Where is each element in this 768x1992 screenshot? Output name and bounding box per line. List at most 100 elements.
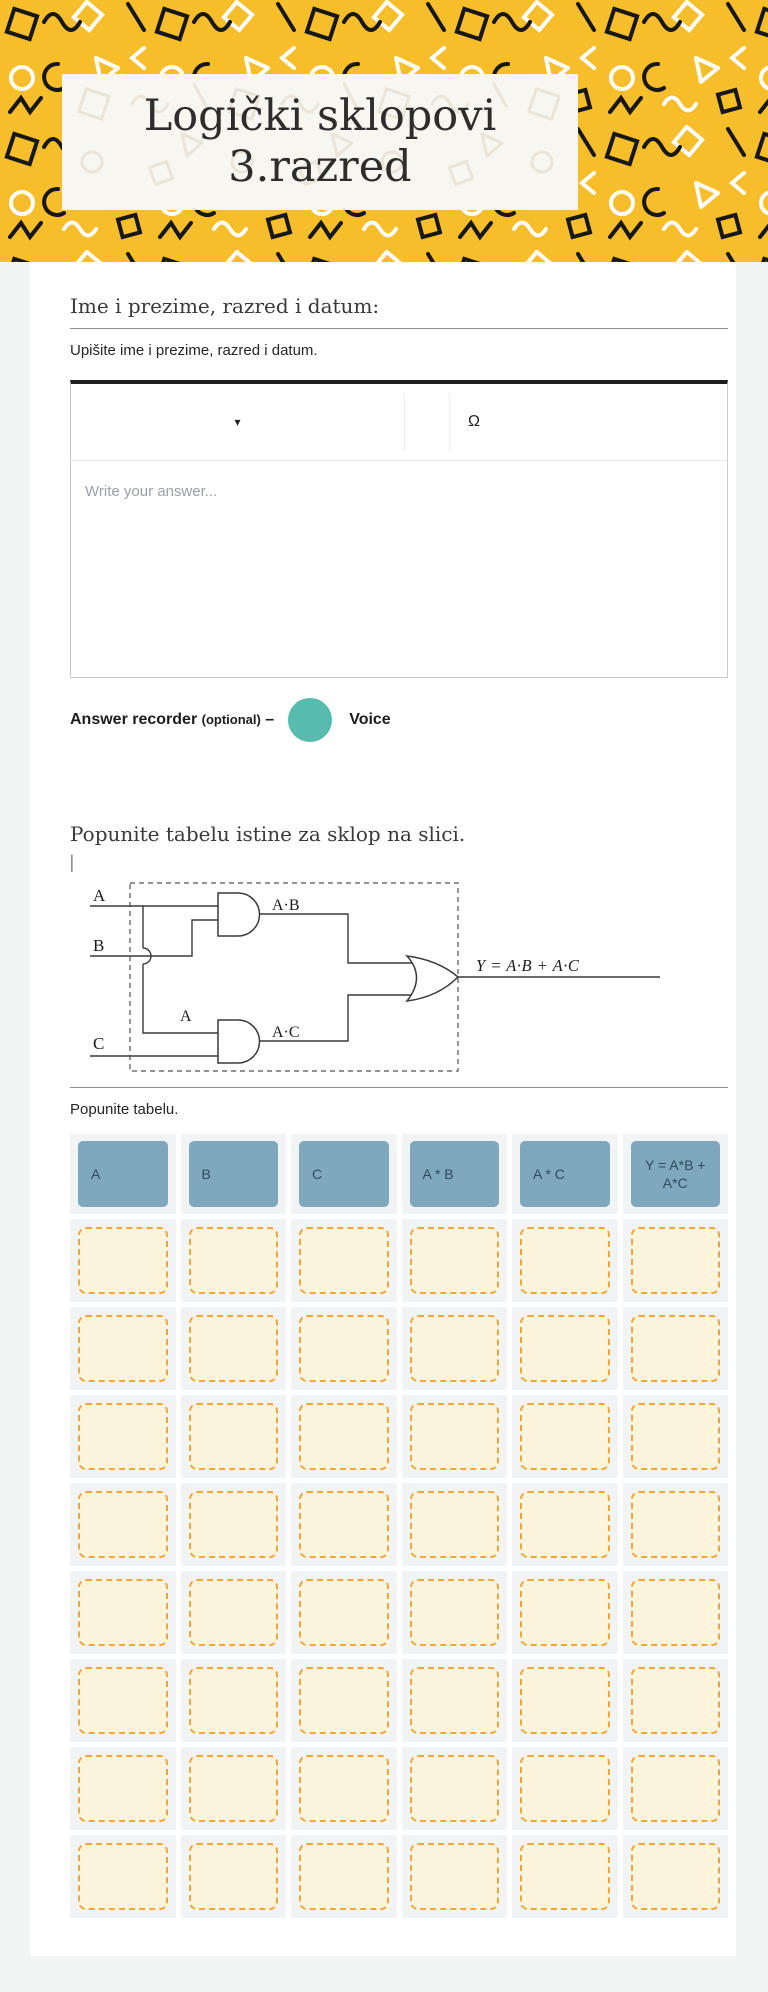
answer-cell[interactable] bbox=[409, 1843, 499, 1910]
answer-cell[interactable] bbox=[409, 1403, 499, 1470]
answer-cell[interactable] bbox=[409, 1315, 499, 1382]
text-cursor: | bbox=[70, 852, 74, 873]
worksheet-title-line1: Logički sklopovi bbox=[143, 91, 497, 142]
answer-cell[interactable] bbox=[630, 1491, 720, 1558]
answer-cell[interactable] bbox=[520, 1403, 610, 1470]
answer-cell[interactable] bbox=[520, 1579, 610, 1646]
table-body-tile bbox=[401, 1571, 507, 1654]
answer-cell[interactable] bbox=[78, 1579, 168, 1646]
answer-cell[interactable] bbox=[78, 1227, 168, 1294]
table-body-tile bbox=[622, 1219, 728, 1302]
table-body-tile bbox=[70, 1483, 176, 1566]
table-body-tile bbox=[401, 1835, 507, 1918]
table-body-tile bbox=[622, 1395, 728, 1478]
answer-cell[interactable] bbox=[78, 1667, 168, 1734]
answer-cell[interactable] bbox=[299, 1491, 389, 1558]
answer-cell[interactable] bbox=[630, 1403, 720, 1470]
table-header-tile: Y = A*B + A*C bbox=[622, 1134, 728, 1214]
editor-toolbar: ▾ Ω bbox=[71, 384, 727, 461]
omega-icon: Ω bbox=[468, 413, 480, 430]
answer-cell[interactable] bbox=[630, 1227, 720, 1294]
answer-cell[interactable] bbox=[188, 1579, 278, 1646]
answer-cell[interactable] bbox=[78, 1755, 168, 1822]
answer-cell[interactable] bbox=[78, 1491, 168, 1558]
answer-cell[interactable] bbox=[409, 1667, 499, 1734]
wire-ac-to-or bbox=[260, 994, 413, 1042]
worksheet-header: Logički sklopovi 3.razred bbox=[0, 0, 768, 262]
answer-textarea[interactable]: Write your answer... bbox=[71, 461, 727, 523]
answer-cell[interactable] bbox=[520, 1755, 610, 1822]
answer-cell[interactable] bbox=[188, 1755, 278, 1822]
table-body-tile bbox=[70, 1307, 176, 1390]
circuit-dashed-boundary bbox=[129, 882, 459, 1072]
answer-cell[interactable] bbox=[630, 1579, 720, 1646]
table-body-tile bbox=[622, 1835, 728, 1918]
toolbar-empty-slot bbox=[405, 384, 449, 460]
worksheet-card: Ime i prezime, razred i datum: Upišite i… bbox=[30, 262, 736, 1956]
label-input-a: A bbox=[93, 886, 106, 905]
table-body-tile bbox=[180, 1659, 286, 1742]
table-header-tile: C bbox=[291, 1134, 397, 1214]
table-header-tile: A * C bbox=[512, 1134, 618, 1214]
table-body-tile bbox=[180, 1219, 286, 1302]
table-body-tile bbox=[70, 1747, 176, 1830]
answer-cell[interactable] bbox=[78, 1315, 168, 1382]
record-voice-button[interactable] bbox=[288, 698, 333, 742]
table-body-tile bbox=[622, 1483, 728, 1566]
answer-cell[interactable] bbox=[299, 1755, 389, 1822]
table-body-tile bbox=[180, 1483, 286, 1566]
toolbar-separator bbox=[449, 394, 450, 450]
answer-cell[interactable] bbox=[78, 1403, 168, 1470]
wire-a-to-gate2 bbox=[142, 964, 218, 1034]
answer-cell[interactable] bbox=[299, 1403, 389, 1470]
table-body-tile bbox=[291, 1747, 397, 1830]
answer-cell[interactable] bbox=[299, 1579, 389, 1646]
answer-cell[interactable] bbox=[630, 1843, 720, 1910]
answer-cell[interactable] bbox=[188, 1491, 278, 1558]
answer-cell[interactable] bbox=[520, 1491, 610, 1558]
answer-editor: ▾ Ω Write your answer... bbox=[70, 380, 728, 678]
answer-recorder-row: Answer recorder (optional) – Voice bbox=[70, 697, 728, 743]
answer-cell[interactable] bbox=[630, 1755, 720, 1822]
table-body-tile bbox=[401, 1747, 507, 1830]
logic-circuit-diagram: A B C A A·B A·C Y = A·B + A·C bbox=[90, 882, 660, 1072]
table-body-tile bbox=[291, 1835, 397, 1918]
text-style-dropdown[interactable]: ▾ bbox=[71, 384, 404, 460]
table-header-tile: B bbox=[180, 1134, 286, 1214]
answer-cell[interactable] bbox=[409, 1491, 499, 1558]
answer-cell[interactable] bbox=[78, 1843, 168, 1910]
answer-cell[interactable] bbox=[520, 1315, 610, 1382]
table-header-cell: A bbox=[78, 1141, 168, 1207]
answer-cell[interactable] bbox=[299, 1667, 389, 1734]
answer-cell[interactable] bbox=[630, 1667, 720, 1734]
table-body-tile bbox=[512, 1571, 618, 1654]
table-body-tile bbox=[512, 1219, 618, 1302]
answer-cell[interactable] bbox=[520, 1667, 610, 1734]
answer-cell[interactable] bbox=[188, 1227, 278, 1294]
table-body-tile bbox=[70, 1395, 176, 1478]
table-instruction: Popunite tabelu. bbox=[70, 1101, 179, 1118]
answer-cell[interactable] bbox=[520, 1227, 610, 1294]
answer-cell[interactable] bbox=[299, 1227, 389, 1294]
special-character-button[interactable]: Ω bbox=[450, 384, 498, 460]
table-body-tile bbox=[180, 1307, 286, 1390]
answer-cell[interactable] bbox=[299, 1315, 389, 1382]
answer-cell[interactable] bbox=[188, 1843, 278, 1910]
answer-cell[interactable] bbox=[188, 1403, 278, 1470]
table-header-cell: B bbox=[188, 1141, 278, 1207]
answer-cell[interactable] bbox=[409, 1755, 499, 1822]
answer-cell[interactable] bbox=[409, 1579, 499, 1646]
answer-cell[interactable] bbox=[630, 1315, 720, 1382]
answer-cell[interactable] bbox=[520, 1843, 610, 1910]
answer-cell[interactable] bbox=[188, 1315, 278, 1382]
table-body-tile bbox=[70, 1659, 176, 1742]
table-body-tile bbox=[291, 1395, 397, 1478]
wire-b bbox=[90, 919, 218, 957]
answer-cell[interactable] bbox=[409, 1227, 499, 1294]
table-header-cell: C bbox=[299, 1141, 389, 1207]
table-body-tile bbox=[291, 1307, 397, 1390]
question2-divider bbox=[70, 1087, 728, 1088]
answer-cell[interactable] bbox=[299, 1843, 389, 1910]
answer-cell[interactable] bbox=[188, 1667, 278, 1734]
